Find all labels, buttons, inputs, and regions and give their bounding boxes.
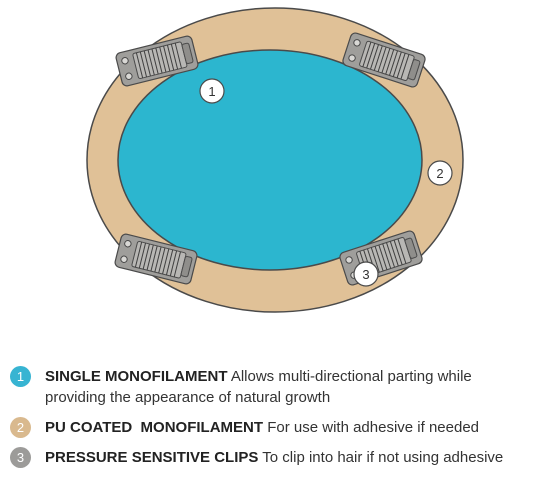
legend-title-3: PRESSURE SENSITIVE CLIPS [45,449,259,466]
legend-text-3: PRESSURE SENSITIVE CLIPS To clip into ha… [45,447,503,468]
legend-item-single-monofilament: 1 SINGLE MONOFILAMENT Allows multi-direc… [10,366,559,408]
legend-title-2: PU COATED MONOFILAMENT [45,419,264,436]
hair-system-diagram: 1 2 3 [86,7,464,313]
marker-1: 1 [199,78,225,104]
legend: 1 SINGLE MONOFILAMENT Allows multi-direc… [10,366,559,477]
legend-description-3: To clip into hair if not using adhesive [258,449,504,466]
legend-description-1b: providing the appearance of natural grow… [45,389,331,406]
marker-1-label: 1 [208,84,215,99]
monofilament-area [117,49,423,271]
legend-badge-1: 1 [10,366,31,387]
legend-title-1: SINGLE MONOFILAMENT [45,368,228,385]
legend-badge-2: 2 [10,417,31,438]
marker-3-label: 3 [362,267,369,282]
legend-badge-3: 3 [10,447,31,468]
legend-description-1a: Allows multi-directional parting while [227,368,472,385]
legend-text-1: SINGLE MONOFILAMENT Allows multi-directi… [45,366,472,408]
legend-item-clips: 3 PRESSURE SENSITIVE CLIPS To clip into … [10,447,559,468]
marker-3: 3 [353,261,379,287]
legend-item-pu-coated: 2 PU COATED MONOFILAMENT For use with ad… [10,417,559,438]
legend-description-2: For use with adhesive if needed [263,419,480,436]
marker-2: 2 [427,160,453,186]
legend-text-2: PU COATED MONOFILAMENT For use with adhe… [45,417,479,438]
marker-2-label: 2 [436,166,443,181]
